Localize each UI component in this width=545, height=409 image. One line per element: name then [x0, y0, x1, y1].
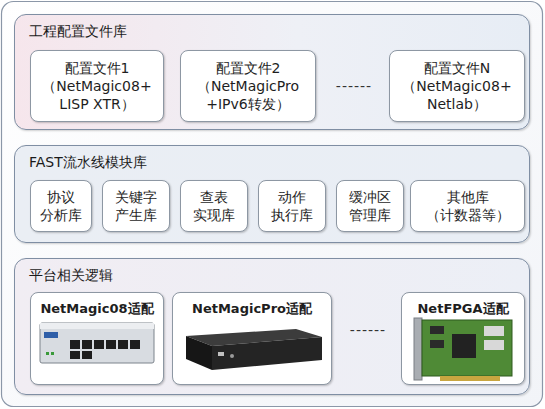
layer-band: NetMagic08适配 NetMagicPro适配 NetFPGA适配 平台相关逻辑 [14, 258, 530, 395]
module-name: NetFPGA适配 [417, 300, 508, 318]
layer-band: 协议 分析库关键字 产生库查表 实现库动作 执行库缓冲区 管理库其他库 （计数器… [14, 145, 530, 243]
platform-box: NetMagicPro适配 [172, 292, 332, 385]
layer-title: 平台相关逻辑 [29, 266, 113, 284]
module-name: 配置文件1 （NetMagic08+ LISP XTR） [37, 59, 157, 113]
layer-title: FAST流水线模块库 [29, 153, 147, 171]
module-name: NetMagicPro适配 [192, 300, 312, 318]
layer-title: 工程配置文件库 [29, 22, 127, 40]
platform-box: NetFPGA适配 [401, 292, 525, 385]
netfpga-board [414, 318, 512, 381]
module-box: 关键字 产生库 [102, 180, 170, 232]
module-name: 查表 实现库 [187, 188, 241, 224]
module-box: 缓冲区 管理库 [336, 180, 404, 232]
module-name: 协议 分析库 [37, 188, 85, 224]
module-name: 动作 执行库 [265, 188, 319, 224]
netmagicpro-device [186, 329, 322, 370]
module-box: 配置文件N （NetMagic08+ Netlab） [389, 50, 525, 122]
module-box: 其他库 （计数器等） [410, 180, 525, 232]
platform-box: NetMagic08适配 [30, 292, 164, 385]
ellipsis-dashes: ------ [326, 78, 382, 94]
module-box: 配置文件1 （NetMagic08+ LISP XTR） [30, 50, 164, 122]
module-box: 查表 实现库 [180, 180, 248, 232]
module-name: 关键字 产生库 [109, 188, 163, 224]
module-box: 配置文件2 （NetMagicPro +IPv6转发） [180, 50, 316, 122]
module-name: 配置文件2 （NetMagicPro +IPv6转发） [187, 59, 309, 113]
layer-band: 配置文件1 （NetMagic08+ LISP XTR） 配置文件2 （NetMa… [14, 14, 530, 130]
module-name: 其他库 （计数器等） [417, 188, 518, 224]
module-name: 缓冲区 管理库 [343, 188, 397, 224]
module-box: 动作 执行库 [258, 180, 326, 232]
module-name: 配置文件N （NetMagic08+ Netlab） [396, 59, 518, 113]
netmagic08-device [40, 323, 154, 363]
module-box: 协议 分析库 [30, 180, 92, 232]
module-name: NetMagic08适配 [40, 300, 153, 318]
ellipsis-dashes: ------ [340, 322, 396, 338]
